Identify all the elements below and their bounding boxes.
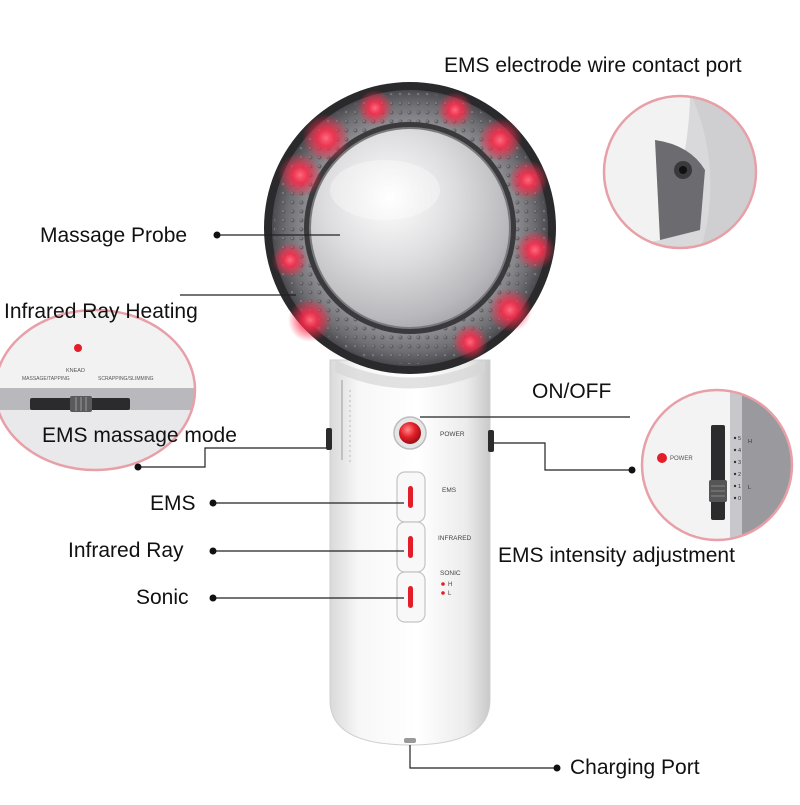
leader-dot: [553, 764, 561, 772]
led-glow: [508, 160, 548, 200]
sonic-button-led: [408, 586, 413, 608]
label-massage-probe: Massage Probe: [40, 224, 188, 247]
led-glow: [452, 324, 488, 360]
intensity-slider-track: [711, 425, 725, 520]
charging-port: [404, 738, 416, 743]
leader-dot: [628, 466, 636, 474]
handle-side-marks: [341, 380, 351, 465]
leader-ems-mode: [138, 447, 326, 468]
leader-ems-intensity: [494, 442, 632, 471]
inset-intensity-frame: [640, 388, 794, 542]
inset-ems-port: [602, 94, 758, 250]
inset-intensity: POWER 5 4 3 2 1 0 H L: [640, 388, 794, 542]
leader-dot: [209, 594, 217, 602]
led-glow: [478, 118, 522, 162]
label-ems-intensity: EMS intensity adjustment: [498, 544, 735, 567]
label-infrared-ray: Infrared Ray: [68, 539, 184, 562]
mode-slider-side: [326, 428, 332, 450]
mode-inset-led: [74, 344, 82, 352]
ems-button-led: [408, 486, 413, 508]
led-glow: [272, 242, 308, 278]
device-neck-shadow: [335, 360, 485, 389]
sonic-h-indicator: [441, 582, 445, 586]
led-glow: [288, 298, 332, 342]
mode-buttons: EMS INFRARED SONIC H L: [396, 471, 472, 623]
intensity-level-label: 3: [738, 460, 741, 466]
leader-dot: [213, 231, 221, 239]
mode-inset-top-text: KNEAD: [66, 368, 85, 374]
leader-dot: [209, 499, 217, 507]
massage-probe-mirror: [309, 127, 511, 329]
inset-ems-port-frame: [602, 94, 758, 250]
leader-dot: [209, 547, 217, 555]
inset-mode: KNEAD MASSAGE/TAPPING SCRAPPING/SLIMMING: [0, 308, 197, 472]
label-on-off: ON/OFF: [532, 380, 612, 403]
sonic-l-indicator: [441, 591, 445, 595]
label-ems-massage-mode: EMS massage mode: [42, 424, 237, 447]
leader-dot: [134, 463, 142, 471]
ems-button-text: EMS: [442, 487, 457, 494]
leader-charging: [409, 745, 557, 769]
infrared-leds: [272, 90, 555, 360]
led-glow: [302, 114, 350, 162]
led-glow: [357, 90, 393, 126]
infrared-button-text: INFRARED: [438, 535, 472, 542]
mode-inset-left-text: MASSAGE/TAPPING: [22, 376, 70, 382]
intensity-level-label: 5: [738, 436, 741, 442]
mirror-highlight: [330, 160, 440, 220]
label-charging-port: Charging Port: [570, 756, 700, 779]
label-ems: EMS: [150, 492, 196, 515]
label-infrared-heating: Infrared Ray Heating: [4, 300, 198, 323]
leader-lines: [134, 231, 636, 772]
intensity-level-label: 0: [738, 496, 741, 502]
infrared-button-led: [408, 536, 413, 558]
mode-inset-right-text: SCRAPPING/SLIMMING: [98, 376, 154, 382]
intensity-level-label: 1: [738, 484, 741, 490]
inset-mode-frame: [0, 308, 197, 472]
sonic-l-text: L: [448, 591, 452, 597]
intensity-inset-power-text: POWER: [670, 456, 693, 462]
sonic-button-text: SONIC: [440, 570, 461, 577]
led-glow: [488, 288, 532, 332]
intensity-slider-side: [488, 430, 494, 452]
label-ems-port: EMS electrode wire contact port: [444, 54, 742, 77]
sonic-h-text: H: [448, 582, 452, 588]
intensity-level-label: 2: [738, 472, 741, 478]
power-button-text: POWER: [440, 431, 465, 438]
intensity-h-label: H: [748, 439, 752, 445]
intensity-level-label: 4: [738, 448, 741, 454]
power-button[interactable]: [399, 422, 421, 444]
led-glow: [515, 230, 555, 270]
led-glow: [437, 92, 473, 128]
label-sonic: Sonic: [136, 586, 189, 609]
device-body-group: POWER EMS INFRARED SONIC H L: [264, 82, 556, 746]
intensity-l-label: L: [748, 485, 751, 491]
intensity-level-marks: 5 4 3 2 1 0 H L: [733, 436, 752, 502]
intensity-inset-power-led: [657, 453, 667, 463]
led-glow: [278, 153, 322, 197]
